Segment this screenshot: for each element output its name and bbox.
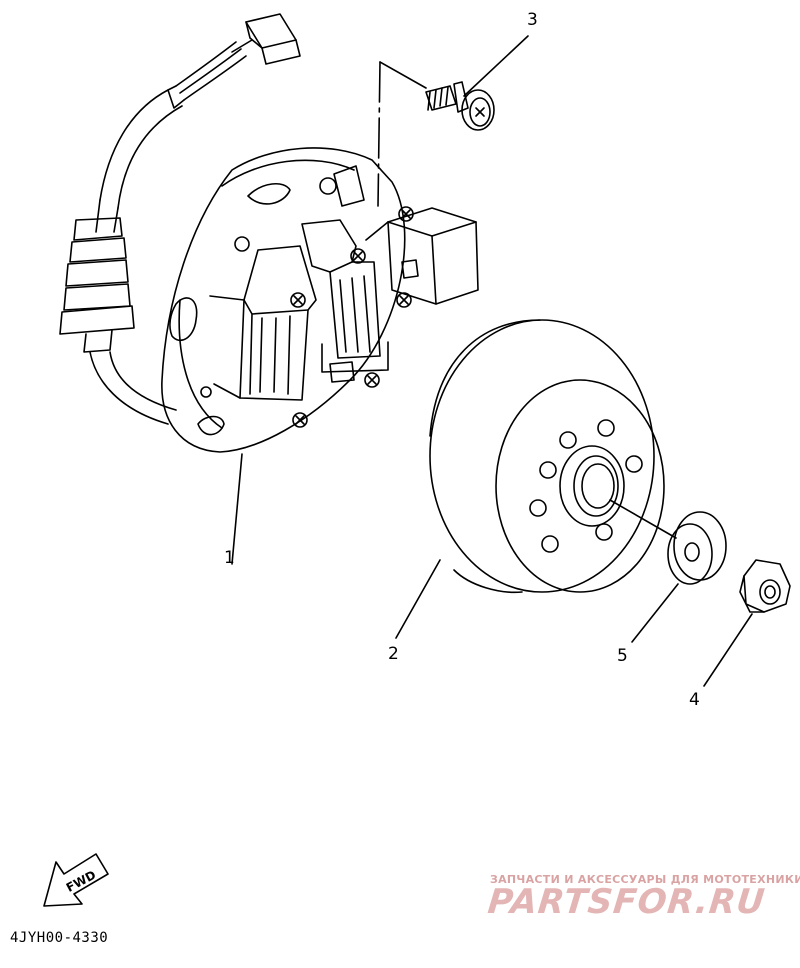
washer	[631, 511, 727, 643]
leader-line-3	[463, 35, 529, 97]
drawing-code: 4JYH00-4330	[10, 930, 109, 946]
lighting-coil	[209, 245, 317, 428]
leader-line-1	[231, 453, 243, 565]
mounting-slot	[247, 183, 291, 205]
wire-harness	[95, 41, 247, 233]
mounting-slot	[169, 297, 198, 342]
callout-3: 3	[527, 10, 538, 30]
leader-line-2	[395, 559, 441, 639]
leader-line-3b	[379, 61, 427, 89]
pickup-coil	[365, 206, 479, 308]
watermark-caption: ЗАПЧАСТИ И АКСЕССУАРЫ ДЛЯ МОТОТЕХНИКИ	[490, 873, 800, 886]
fwd-label: FWD	[64, 868, 98, 895]
coil-screw	[290, 292, 306, 308]
fwd-arrow-icon	[43, 853, 109, 907]
rotor-hub	[559, 445, 625, 527]
nut	[703, 559, 791, 687]
screw	[377, 35, 529, 207]
watermark-logo: PARTSFOR.RU	[485, 882, 768, 922]
callout-1: 1	[224, 548, 235, 568]
leader-line-4	[703, 613, 753, 687]
wire-grommet	[59, 217, 135, 353]
mounting-slot	[197, 415, 225, 436]
callout-4: 4	[689, 690, 700, 710]
stator-lead	[89, 351, 169, 425]
callout-2: 2	[388, 644, 399, 664]
flywheel-rotor	[395, 319, 677, 639]
charge-coil	[301, 219, 389, 388]
stator-assembly	[59, 13, 479, 565]
callout-5: 5	[617, 646, 628, 666]
leader-line-5	[631, 583, 679, 643]
stator-plate	[161, 147, 406, 453]
wire-connector	[231, 13, 301, 65]
